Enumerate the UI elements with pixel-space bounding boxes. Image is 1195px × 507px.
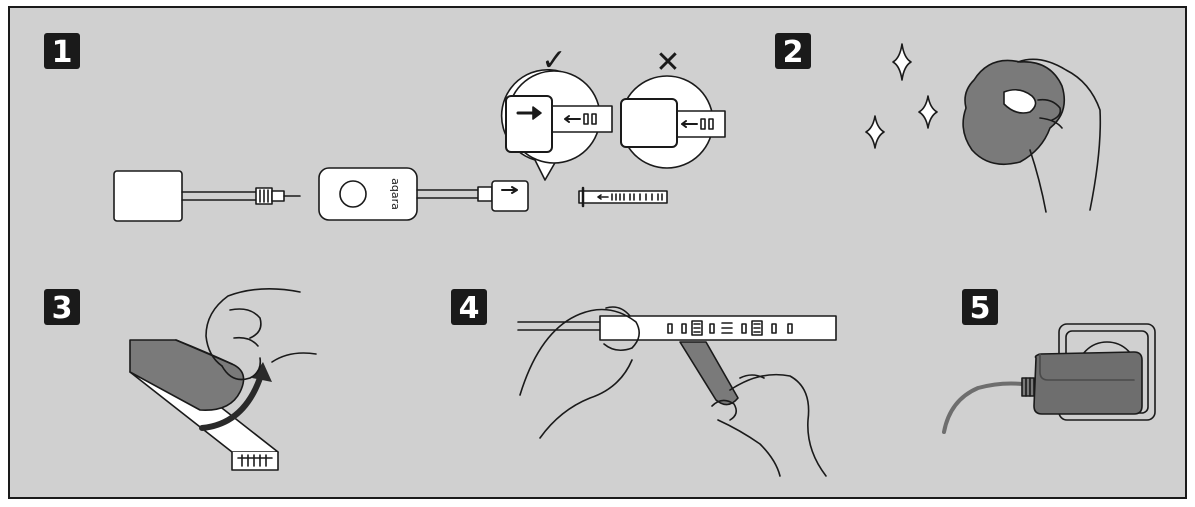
step-3: 3 xyxy=(44,288,317,471)
step-1: 1 aqara xyxy=(44,33,726,222)
incorrect-mark: ✕ xyxy=(655,45,680,80)
step-badge: 4 xyxy=(451,289,487,326)
svg-text:1: 1 xyxy=(52,35,73,70)
strip-end-icon xyxy=(578,186,668,208)
hand-icon xyxy=(205,288,317,381)
power-adapter-icon xyxy=(1021,351,1143,415)
step-badge: 1 xyxy=(44,33,80,70)
incorrect-callout xyxy=(620,75,726,169)
controller-icon: aqara xyxy=(318,167,418,221)
controller-logo: aqara xyxy=(389,178,402,210)
step-4: 4 xyxy=(451,289,837,477)
svg-text:2: 2 xyxy=(783,35,804,70)
power-adapter-icon xyxy=(113,170,183,222)
hand-icon xyxy=(519,306,640,439)
correct-callout xyxy=(500,69,613,181)
strip-tail-icon xyxy=(517,321,601,331)
adhesive-liner-icon xyxy=(129,339,245,411)
svg-text:3: 3 xyxy=(52,291,73,326)
strip-pads-icon xyxy=(667,320,793,336)
cleaning-cloth-icon xyxy=(962,59,1066,166)
step-badge: 3 xyxy=(44,289,80,326)
adhesive-tail-icon xyxy=(679,341,739,406)
svg-text:5: 5 xyxy=(970,291,991,326)
power-cord-icon xyxy=(942,381,1024,434)
output-cable-icon xyxy=(416,189,479,199)
led-strip-icon xyxy=(599,315,837,341)
step-badge: 5 xyxy=(962,289,998,326)
hand-icon xyxy=(711,373,827,477)
strip-connector-icon xyxy=(477,180,529,212)
peel-arrow-icon xyxy=(199,369,265,431)
hand-icon xyxy=(1003,58,1102,213)
correct-mark: ✓ xyxy=(541,43,566,78)
step-5: 5 xyxy=(942,289,1156,434)
step-badge: 2 xyxy=(775,33,811,70)
dc-jack-icon xyxy=(255,187,301,205)
sparkle-icon xyxy=(865,43,938,149)
step-2: 2 xyxy=(775,33,1102,213)
cable-icon xyxy=(181,191,257,201)
svg-text:4: 4 xyxy=(459,291,480,326)
